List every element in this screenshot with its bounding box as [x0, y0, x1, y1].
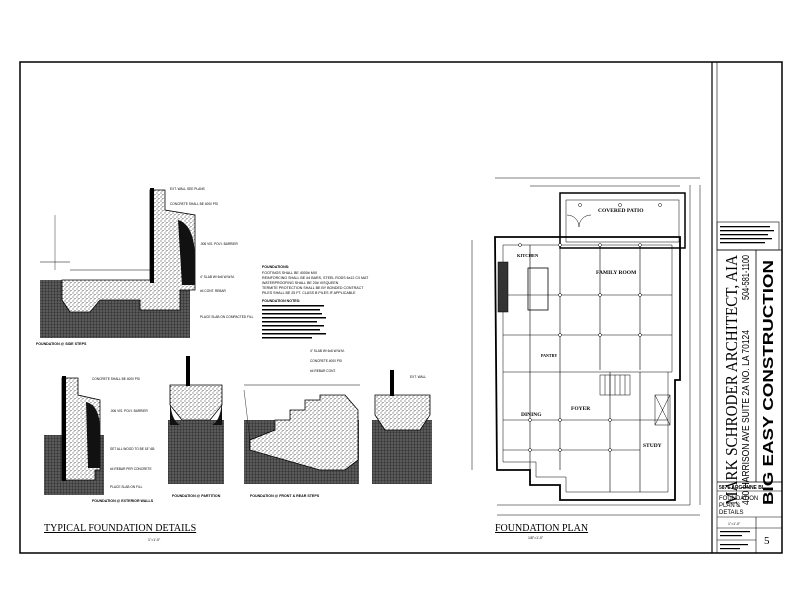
drawing-title-line: FOUNDATION — [719, 496, 758, 502]
title-block: MARK SCHRODER ARCHITECT, AIA 400 HARRISO… — [716, 221, 782, 553]
plan-scale: 1/8"=1'-0" — [528, 536, 544, 540]
room-covered-patio: COVERED PATIO — [598, 208, 644, 214]
svg-text:PLACE SLAB ON COMPACTED FILL: PLACE SLAB ON COMPACTED FILL — [200, 315, 254, 319]
detail-partition: FOUNDATION @ PARTITION — [168, 356, 224, 498]
svg-text:4" SLAB W/ 6x6 W.W.M.: 4" SLAB W/ 6x6 W.W.M. — [200, 275, 235, 279]
svg-text:EXT. WALL: EXT. WALL — [410, 375, 426, 379]
caption-side-steps: FOUNDATION @ SIDE STEPS — [36, 342, 87, 346]
svg-text:PLACE SLAB ON FILL: PLACE SLAB ON FILL — [110, 485, 143, 489]
architect-address: 400 HARRISON AVE SUITE 2A NO. LA 70124 — [741, 330, 752, 505]
svg-text:CONCRETE 4000 PSI: CONCRETE 4000 PSI — [310, 359, 342, 363]
svg-text:SET ALL WOOD TO BE 18" AB.: SET ALL WOOD TO BE 18" AB. — [110, 447, 155, 451]
detail-exterior-walls: CONCRETE SHALL BE 4000 PSI .006 VIS. POL… — [44, 376, 155, 503]
room-pantry: PANTRY — [541, 353, 557, 358]
svg-text:#4 REBAR CONT.: #4 REBAR CONT. — [310, 369, 336, 373]
drawing-title-line: PLAN & — [719, 503, 740, 509]
room-dining: DINING — [521, 412, 542, 418]
note-line: FOOTINGS SHALL BE 4000# MIX — [262, 271, 318, 275]
architect-phone: 504-581-1100 — [741, 255, 752, 300]
project-address: 5871 ARGONNE BL — [719, 485, 765, 491]
note-line: WATERPROOFING SHALL BE 20# VISQUEEN — [262, 281, 339, 285]
svg-text:4" SLAB W/ 6x6 W.W.M.: 4" SLAB W/ 6x6 W.W.M. — [310, 349, 345, 353]
drawing-title-line: DETAILS — [719, 510, 744, 516]
detail-front-rear-steps: 4" SLAB W/ 6x6 W.W.M. CONCRETE 4000 PSI … — [243, 349, 432, 498]
svg-text:#4 CONT. REBAR: #4 CONT. REBAR — [200, 289, 227, 293]
foundation-plan — [471, 177, 701, 516]
svg-text:EXT. WALL SEE PLANS: EXT. WALL SEE PLANS — [170, 187, 205, 191]
note-line: PILES SHALL BE 25 FT. CLASS B PILES IF A… — [262, 291, 356, 295]
left-scale: 1"=1'-0" — [148, 538, 161, 542]
architect-name: MARK SCHRODER ARCHITECT, AIA — [722, 254, 741, 505]
note-line: REINFORCING SHALL BE #4 BARS, STEEL RODS… — [262, 276, 369, 280]
caption-front-rear-steps: FOUNDATION @ FRONT & REAR STEPS — [250, 494, 320, 498]
svg-text:.006 VIS. POLY. BARRIER: .006 VIS. POLY. BARRIER — [200, 242, 238, 246]
scale-value: 1"=1'-0" — [728, 522, 741, 526]
notes-heading-foundations: FOUNDATIONS: — [262, 265, 289, 269]
room-family-room: FAMILY ROOM — [596, 270, 637, 276]
plan-title: FOUNDATION PLAN — [495, 523, 588, 534]
note-line: TERMITE PROTECTION SHALL BE BY BONDED CO… — [262, 286, 364, 290]
room-kitchen: KITCHEN — [517, 253, 539, 258]
left-title: TYPICAL FOUNDATION DETAILS — [44, 523, 196, 534]
caption-exterior-walls: FOUNDATION @ EXTERIOR WALLS — [92, 499, 154, 503]
svg-text:#4 REBAR PER CONCRETE: #4 REBAR PER CONCRETE — [110, 467, 152, 471]
room-labels: COVERED PATIO KITCHEN FAMILY ROOM PANTRY… — [517, 208, 662, 449]
room-foyer: FOYER — [571, 406, 591, 412]
svg-text:CONCRETE SHALL BE 4000 PSI: CONCRETE SHALL BE 4000 PSI — [92, 377, 140, 381]
foundation-notes: FOUNDATIONS: FOOTINGS SHALL BE 4000# MIX… — [262, 265, 369, 339]
sheet-number: 5 — [764, 535, 770, 547]
svg-text:.006 VIS. POLY. BARRIER: .006 VIS. POLY. BARRIER — [110, 409, 148, 413]
detail-side-steps: FOUNDATION @ SIDE STEPS EXT. WALL SEE PL… — [36, 187, 254, 346]
svg-text:CONCRETE SHALL BE 4000 PSI: CONCRETE SHALL BE 4000 PSI — [170, 202, 218, 206]
client-name: BIG EASY CONSTRUCTION — [760, 260, 777, 505]
caption-partition: FOUNDATION @ PARTITION — [172, 494, 221, 498]
notes-heading-notes: FOUNDATION NOTES: — [262, 299, 300, 303]
room-study: STUDY — [643, 443, 662, 449]
sheet-border — [19, 61, 783, 554]
